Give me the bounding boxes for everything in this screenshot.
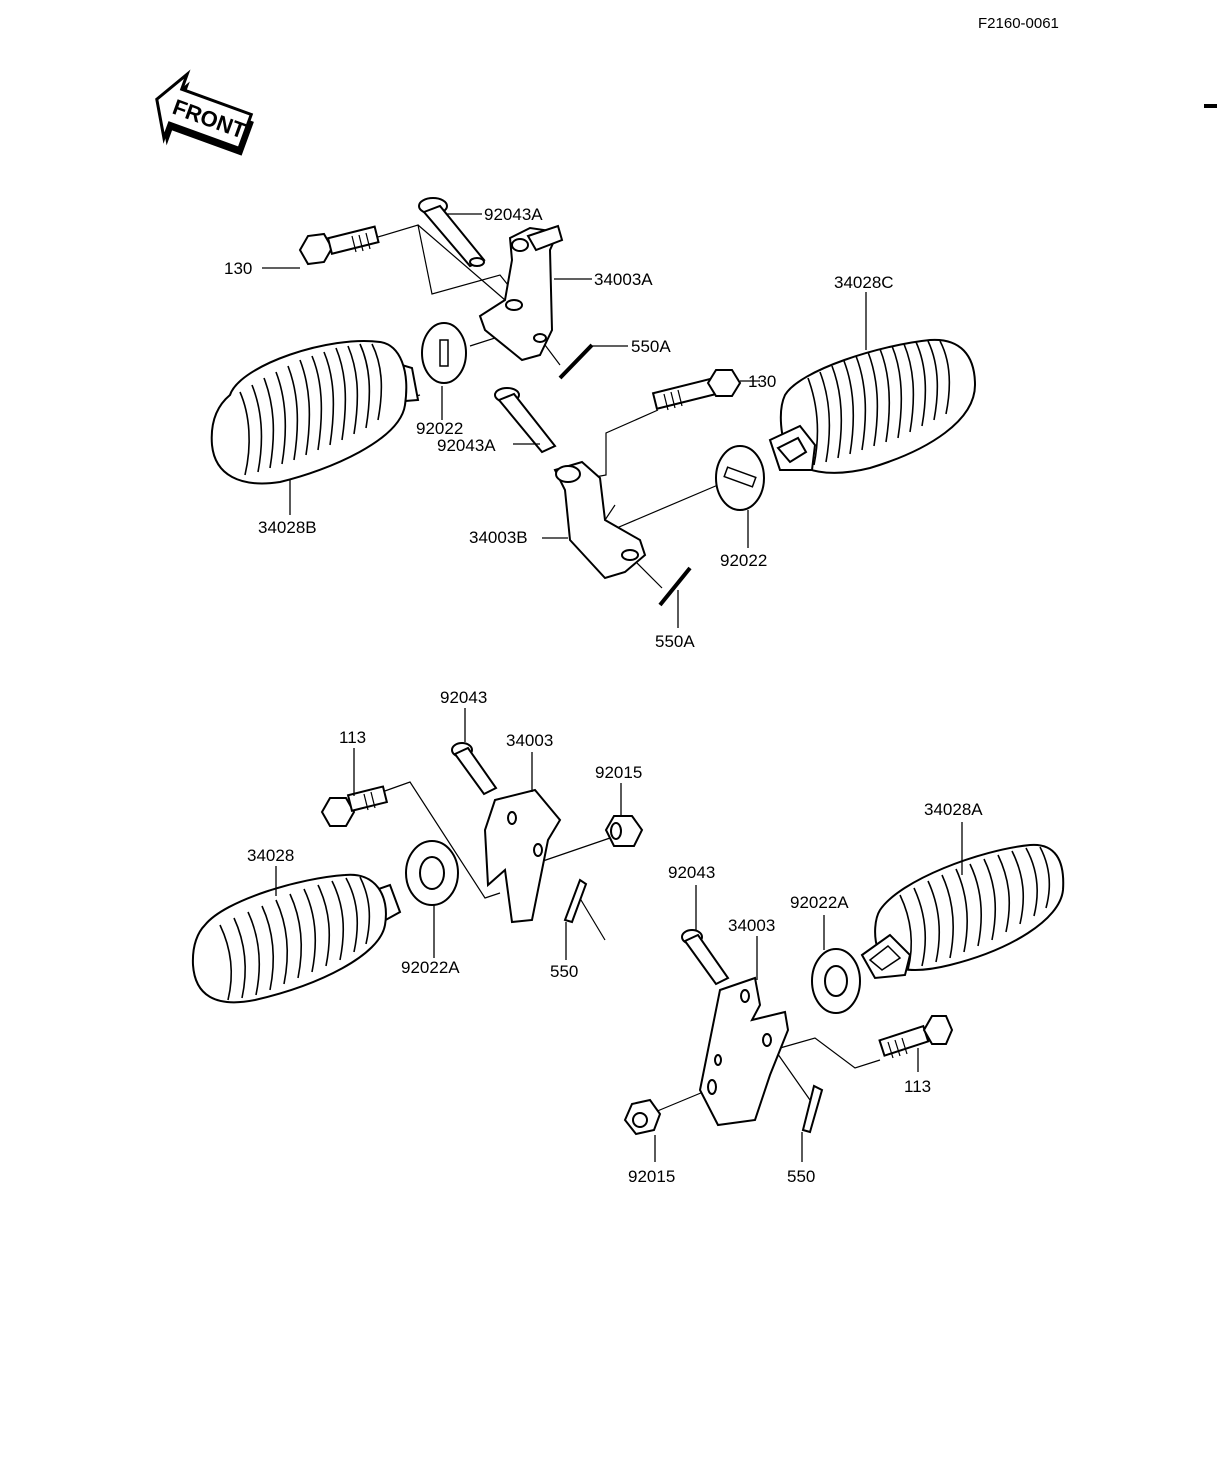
- label-113-right: 113: [904, 1077, 931, 1096]
- washer-92022-left: [421, 322, 467, 384]
- lower-left-leaders: [275, 708, 622, 960]
- washer-92022a-right: [811, 948, 861, 1014]
- footpeg-34028a: [860, 843, 1065, 980]
- label-34003b: 34003B: [469, 528, 528, 547]
- peg-34028c-ribs: [807, 340, 951, 466]
- label-113-left: 113: [339, 728, 366, 747]
- label-34003-left: 34003: [506, 731, 553, 750]
- label-92043-left: 92043: [440, 688, 487, 707]
- margin-mark: [1204, 104, 1217, 108]
- label-92022-right: 92022: [720, 551, 767, 570]
- front-direction-arrow-icon: FRONT: [155, 69, 254, 156]
- bracket-34003-right: [698, 976, 790, 1127]
- bolt-113-right: [878, 1015, 954, 1059]
- upper-leaders: [262, 213, 867, 628]
- footpeg-34028b: [210, 340, 420, 485]
- bolt-113-left: [320, 785, 389, 827]
- label-92015-right: 92015: [628, 1167, 675, 1186]
- label-92043-right: 92043: [668, 863, 715, 882]
- cotter-550a-upper: [558, 343, 594, 380]
- label-34028: 34028: [247, 846, 294, 865]
- label-550a-upper: 550A: [631, 337, 671, 356]
- label-550a-lower: 550A: [655, 632, 695, 651]
- peg-34028a-ribs: [899, 846, 1051, 971]
- bracket-34003b: [553, 460, 647, 580]
- pin-92043a-upper: [418, 197, 486, 268]
- pin-92043a-mid: [494, 387, 557, 454]
- label-130-mid: 130: [748, 372, 776, 391]
- label-92022a-right: 92022A: [790, 893, 849, 912]
- footpeg-34028: [191, 873, 402, 1004]
- label-34028a: 34028A: [924, 800, 983, 819]
- label-92022a-left: 92022A: [401, 958, 460, 977]
- bracket-34003a: [478, 224, 564, 362]
- pin-92043-right: [681, 929, 730, 986]
- peg-34028-ribs: [219, 876, 371, 1001]
- drawing-code: F2160-0061: [978, 15, 1059, 32]
- label-92043a-upper: 92043A: [484, 205, 543, 224]
- footpeg-34028c: [768, 338, 977, 474]
- cotter-550-left: [563, 878, 588, 924]
- lower-left-assembly-lines: [381, 781, 611, 941]
- label-34028b: 34028B: [258, 518, 317, 537]
- label-130-upper: 130: [224, 259, 252, 278]
- bolt-130-mid: [651, 369, 742, 411]
- cotter-550a-lower: [658, 566, 692, 607]
- label-34028c: 34028C: [834, 273, 894, 292]
- peg-34028b-ribs: [239, 343, 383, 476]
- bolt-130-upper: [298, 225, 380, 266]
- label-34003a: 34003A: [594, 270, 653, 289]
- washer-92022-right: [715, 445, 765, 511]
- washer-92022a-left: [405, 840, 459, 906]
- nut-92015-right: [623, 1098, 662, 1136]
- lower-right-leaders: [654, 822, 963, 1162]
- bracket-34003-left: [483, 788, 562, 924]
- label-92015-left: 92015: [595, 763, 642, 782]
- label-92022-left: 92022: [416, 419, 463, 438]
- label-550-right: 550: [787, 1167, 815, 1186]
- label-34003-right: 34003: [728, 916, 775, 935]
- cotter-550-right: [801, 1084, 824, 1134]
- label-92043a-mid: 92043A: [437, 436, 496, 455]
- nut-92015-left: [604, 815, 644, 847]
- label-550-left: 550: [550, 962, 578, 981]
- pin-92043-left: [451, 742, 498, 796]
